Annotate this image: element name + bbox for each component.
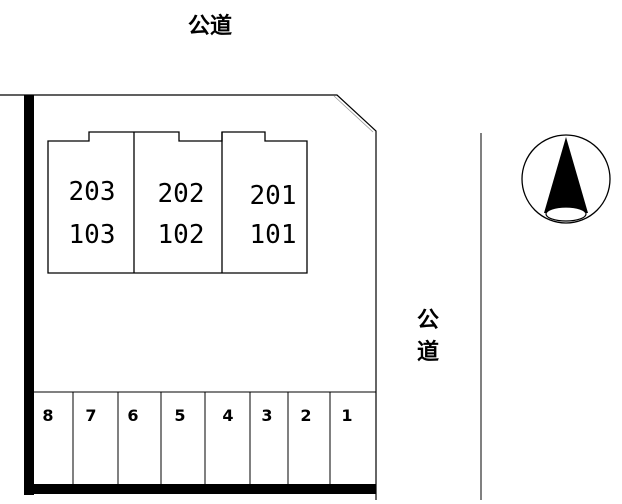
unit-label-203: 203	[69, 177, 116, 207]
unit-label-202: 202	[158, 179, 205, 209]
lot-boundary-chamfer-inner	[333, 95, 374, 133]
parking-slot-5: 5	[174, 406, 185, 425]
lot-boundary	[0, 94, 377, 500]
unit-label-201: 201	[250, 181, 297, 211]
road-label-top: 公道	[188, 13, 232, 39]
parking-slot-7: 7	[85, 406, 96, 425]
road-label-east-1: 公	[417, 308, 439, 333]
north-arrow-icon	[521, 134, 611, 224]
wall-west	[24, 95, 34, 495]
parking-slot-4: 4	[222, 406, 233, 425]
road-label-east-2: 道	[417, 339, 439, 365]
parking-slot-8: 8	[42, 406, 53, 425]
unit-label-102: 102	[158, 220, 205, 250]
unit-label-101: 101	[250, 220, 297, 250]
unit-label-103: 103	[69, 220, 116, 250]
parking-slot-2: 2	[300, 406, 311, 425]
wall-south	[24, 484, 376, 494]
parking-slot-6: 6	[127, 406, 138, 425]
parking-dividers	[72, 392, 331, 484]
parking-slot-3: 3	[261, 406, 272, 425]
parking-slot-1: 1	[341, 406, 352, 425]
